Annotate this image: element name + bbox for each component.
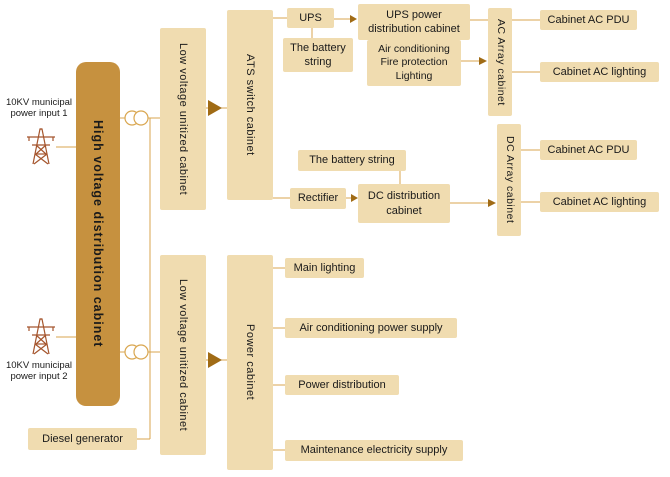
transmission-tower-icon [27,318,55,355]
node-aircon-power-supply: Air conditioning power supply [285,318,457,338]
arrowhead-icon [351,194,358,202]
node-cabinet-ac-pdu-dc: Cabinet AC PDU [540,140,637,160]
node-main-lighting: Main lighting [285,258,364,278]
node-cabinet-ac-pdu-ac: Cabinet AC PDU [540,10,637,30]
arrowhead-icon [350,15,357,23]
node-maintenance-electricity-supply: Maintenance electricity supply [285,440,463,461]
node-high-voltage-cabinet: High voltage distribution cabinet [76,62,120,406]
node-cabinet-ac-lighting-dc: Cabinet AC lighting [540,192,659,212]
node-ups-power-distribution-cabinet: UPS power distribution cabinet [358,4,470,40]
node-low-voltage-cabinet-bottom: Low voltage unitized cabinet [160,255,206,455]
node-ac-array-cabinet: AC Array cabinet [488,8,512,116]
flow-arrow-icon [208,100,222,116]
node-power-distribution: Power distribution [285,375,399,395]
arrowhead-icon [479,57,487,65]
node-ups: UPS [287,8,334,28]
node-cabinet-ac-lighting-ac: Cabinet AC lighting [540,62,659,82]
node-diesel-generator: Diesel generator [28,428,137,450]
node-power-cabinet: Power cabinet [227,255,273,470]
node-battery-string-top: The battery string [283,38,353,72]
node-dc-array-cabinet: DC Array cabinet [497,124,521,236]
node-dc-distribution-cabinet: DC distribution cabinet [358,184,450,223]
arrowhead-icon [488,199,496,207]
node-battery-string-mid: The battery string [298,150,406,171]
node-aircon-fire-lighting: Air conditioning Fire protection Lightin… [367,40,461,86]
transmission-tower-icon [27,128,55,165]
node-rectifier: Rectifier [290,188,346,209]
node-low-voltage-cabinet-top: Low voltage unitized cabinet [160,28,206,210]
input2-label: 10KV municipal power input 2 [5,360,72,383]
input1-label: 10KV municipal power input 1 [5,97,72,120]
transformer-icon [124,344,149,360]
flow-arrow-icon [208,352,222,368]
transformer-icon [124,110,149,126]
node-ats-switch-cabinet: ATS switch cabinet [227,10,273,200]
